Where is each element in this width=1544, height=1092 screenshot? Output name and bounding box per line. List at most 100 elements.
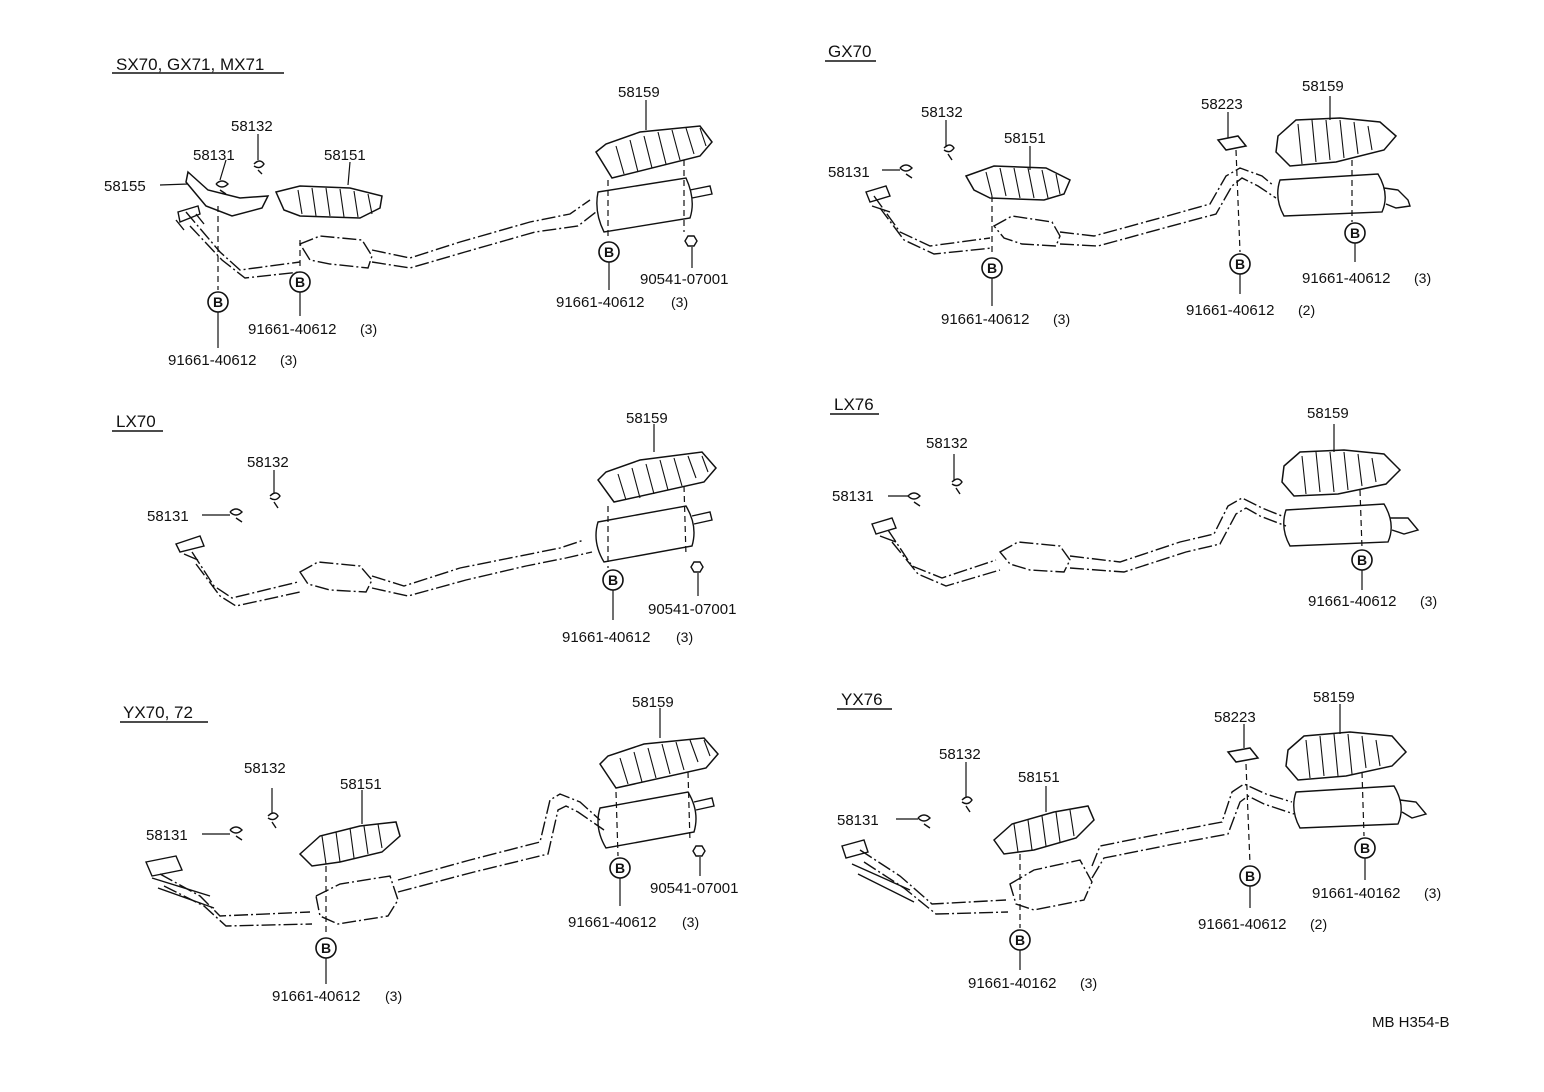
qty-label: (3)	[676, 629, 693, 645]
flange	[145, 855, 215, 909]
qty-label: (3)	[1424, 885, 1441, 901]
bolt-callout: B	[1344, 222, 1366, 244]
bolt-callout: B	[315, 937, 337, 959]
panel-gx70: GX70 B B B 58131 58132 58151 58223 58159	[825, 42, 1431, 328]
part-label: 91661-40612	[568, 914, 656, 931]
part-label: 58159	[1313, 689, 1355, 706]
part-label: 91661-40612	[168, 352, 256, 369]
clip-58132	[267, 812, 279, 829]
insulator-58159	[1281, 449, 1402, 497]
nut-90541	[692, 845, 706, 857]
clip-58131	[917, 814, 931, 829]
qty-label: (3)	[1080, 975, 1097, 991]
exhaust-pipe	[859, 783, 1295, 915]
part-label: 91661-40612	[941, 311, 1029, 328]
insulator-58151	[274, 185, 383, 219]
insulator-58159	[597, 451, 717, 503]
bracket-58223	[1226, 747, 1260, 763]
svg-text:B: B	[615, 860, 625, 876]
part-label: 58132	[939, 746, 981, 763]
flange	[175, 535, 205, 561]
part-label: 91661-40612	[1198, 916, 1286, 933]
exhaust-pipe	[887, 497, 1287, 587]
svg-text:B: B	[1357, 552, 1367, 568]
svg-text:B: B	[1360, 840, 1370, 856]
clip-58131	[907, 492, 921, 507]
part-label: 58159	[626, 410, 668, 427]
part-label: 58132	[244, 760, 286, 777]
svg-text:B: B	[295, 274, 305, 290]
part-label: 58159	[632, 694, 674, 711]
flange	[865, 185, 891, 213]
qty-label: (3)	[1414, 270, 1431, 286]
flange	[841, 839, 915, 903]
part-label: 58132	[231, 118, 273, 135]
insulator-58151	[964, 165, 1071, 201]
part-label: 91661-40162	[1312, 885, 1400, 902]
qty-label: (3)	[671, 294, 688, 310]
panel-yx70: YX70, 72 B B 58131 58132 58151 58159 905…	[120, 694, 738, 1005]
part-label: 58131	[193, 147, 235, 164]
part-label: 91661-40612	[248, 321, 336, 338]
part-label: 91661-40612	[1302, 270, 1390, 287]
panel-title: GX70	[828, 42, 871, 61]
muffler	[1283, 503, 1420, 547]
part-label: 58159	[1302, 78, 1344, 95]
svg-text:B: B	[213, 294, 223, 310]
svg-text:B: B	[1015, 932, 1025, 948]
qty-label: (3)	[682, 914, 699, 930]
part-label: 90541-07001	[648, 601, 736, 618]
part-label: 58159	[1307, 405, 1349, 422]
exhaust-pipe	[159, 793, 605, 927]
qty-label: (3)	[360, 321, 377, 337]
bolt-callout: B	[207, 291, 229, 313]
insulator-58159	[595, 125, 713, 179]
svg-text:B: B	[1350, 225, 1360, 241]
flange	[175, 205, 205, 231]
clip-58132	[269, 492, 281, 509]
clip-58131	[899, 164, 913, 179]
insulator-58159	[599, 737, 719, 789]
part-label: 58132	[247, 454, 289, 471]
exhaust-pipe	[191, 539, 593, 607]
part-label: 58223	[1214, 709, 1256, 726]
svg-text:B: B	[604, 244, 614, 260]
panel-title: LX76	[834, 395, 874, 414]
muffler	[596, 177, 713, 233]
part-label: 58151	[340, 776, 382, 793]
clip-58131	[215, 180, 229, 195]
svg-text:B: B	[987, 260, 997, 276]
part-label: 58131	[832, 488, 874, 505]
panel-title: SX70, GX71, MX71	[116, 55, 264, 74]
clip-58131	[229, 826, 243, 841]
clip-58131	[229, 508, 243, 523]
part-label: 90541-07001	[640, 271, 728, 288]
svg-text:B: B	[608, 572, 618, 588]
insulator-58159	[1285, 731, 1408, 781]
part-label: 91661-40612	[1186, 302, 1274, 319]
qty-label: (3)	[1420, 593, 1437, 609]
bolt-callout: B	[1229, 253, 1251, 275]
muffler	[1293, 785, 1428, 829]
exhaust-pipe	[873, 167, 1277, 255]
diagram-code: MB H354-B	[1372, 1014, 1450, 1031]
clip-58132	[253, 160, 265, 175]
part-label: 58151	[1004, 130, 1046, 147]
bolt-callout: B	[981, 257, 1003, 279]
bracket-58223	[1216, 135, 1248, 151]
part-label: 58131	[147, 508, 189, 525]
bolt-callout: B	[1239, 865, 1261, 887]
bolt-callout: B	[609, 857, 631, 879]
part-label: 58132	[921, 104, 963, 121]
bolt-callout: B	[598, 241, 620, 263]
part-label: 58223	[1201, 96, 1243, 113]
panel-lx70: LX70 B 58131 58132 58159 90541-07001 916…	[112, 410, 736, 646]
panel-yx76: YX76 B B B 58131 58132 58151 58223 58159	[837, 689, 1441, 992]
clip-58132	[961, 796, 973, 813]
part-label: 58159	[618, 84, 660, 101]
bolt-callout: B	[1351, 549, 1373, 571]
part-label: 91661-40612	[1308, 593, 1396, 610]
part-label: 58131	[146, 827, 188, 844]
part-label: 58151	[1018, 769, 1060, 786]
part-label: 58151	[324, 147, 366, 164]
